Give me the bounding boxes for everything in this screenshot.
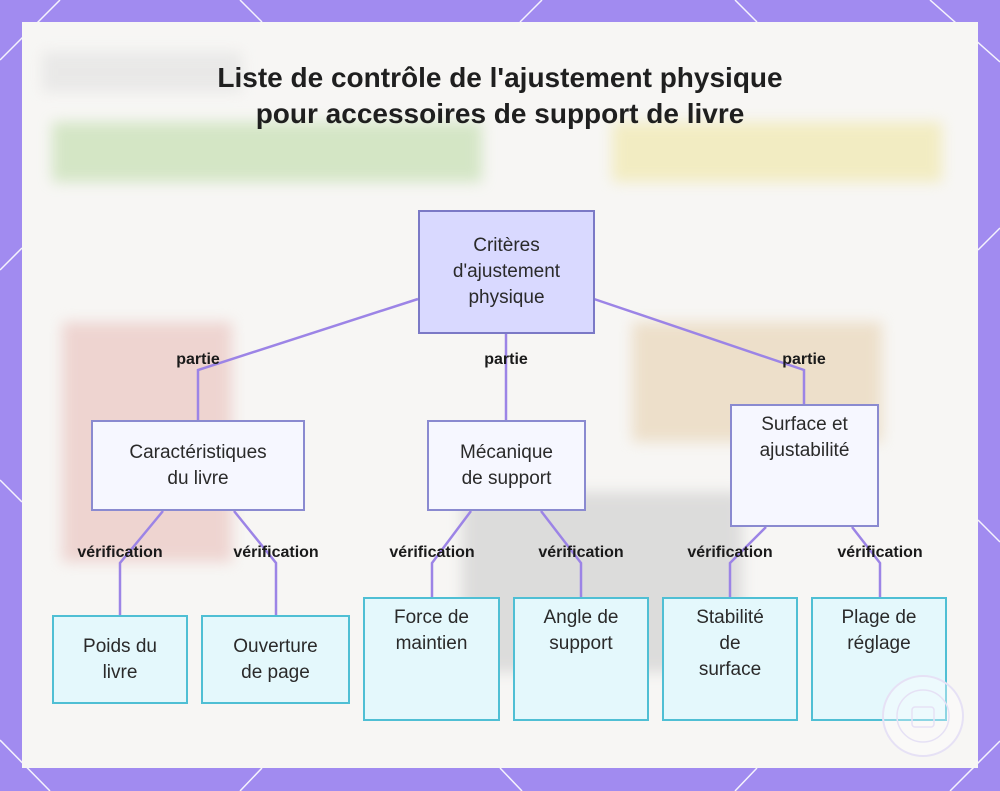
- node-label: Stabilité de surface: [696, 607, 764, 680]
- node-holding-force: Force de maintien: [363, 597, 500, 721]
- edge-root-book: [196, 297, 419, 420]
- node-label: Ouverture de page: [233, 635, 318, 683]
- edge-label-partie: partie: [782, 351, 826, 368]
- node-label: Angle de support: [543, 607, 619, 654]
- node-support-mechanics: Mécanique de support: [427, 420, 586, 511]
- node-label: Plage de réglage: [841, 607, 917, 654]
- node-surface-stability: Stabilité de surface: [662, 597, 798, 721]
- watermark-icon: [882, 675, 964, 757]
- node-physical-fit-criteria: Critères d'ajustement physique: [418, 210, 595, 334]
- edge-root-surf: [593, 297, 806, 405]
- node-book-characteristics: Caractéristiques du livre: [91, 420, 305, 511]
- edge-label-partie: partie: [176, 351, 220, 368]
- node-support-angle: Angle de support: [513, 597, 649, 721]
- edge-label-partie: partie: [484, 351, 528, 368]
- background-blur-shape: [612, 122, 942, 182]
- edge-surf-range: [851, 526, 882, 597]
- node-label: Mécanique de support: [460, 441, 553, 489]
- node-label: Poids du livre: [83, 635, 157, 683]
- edge-book-opening: [233, 510, 278, 615]
- edge-label-verification: vérification: [538, 544, 624, 561]
- node-adjustment-range: Plage de réglage: [811, 597, 947, 721]
- node-label: Critères d'ajustement physique: [452, 235, 561, 308]
- edge-label-verification: vérification: [233, 544, 319, 561]
- edge-mech-angle: [540, 510, 583, 597]
- background-blur-shape: [52, 122, 482, 182]
- node-label: Force de maintien: [394, 607, 469, 654]
- edge-book-weight: [118, 510, 164, 615]
- edge-label-verification: vérification: [77, 544, 163, 561]
- background-blur-shape: [42, 52, 242, 92]
- edge-surf-stab: [728, 526, 767, 597]
- node-book-weight: Poids du livre: [52, 615, 188, 704]
- edge-label-verification: vérification: [837, 544, 923, 561]
- edge-label-verification: vérification: [389, 544, 475, 561]
- node-label: Caractéristiques du livre: [129, 441, 267, 489]
- node-page-opening: Ouverture de page: [201, 615, 350, 704]
- edge-label-verification: vérification: [687, 544, 773, 561]
- edge-mech-force: [430, 510, 472, 597]
- diagram-title: Liste de contrôle de l'ajustement physiq…: [217, 62, 783, 129]
- node-label: Surface et ajustabilité: [759, 414, 850, 461]
- node-surface-adjustability: Surface et ajustabilité: [730, 404, 879, 527]
